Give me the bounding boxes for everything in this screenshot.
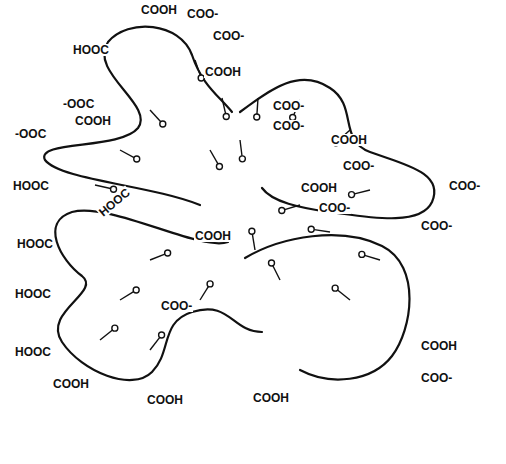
pendant-stem: [150, 337, 160, 350]
carboxyl-label: COO-: [318, 202, 351, 214]
carboxyl-label: HOOC: [14, 346, 52, 358]
pendant-group: [165, 250, 171, 256]
pendant-group: [308, 226, 314, 232]
carboxyl-label: COO-: [420, 220, 453, 232]
pendant-group: [254, 114, 260, 120]
pendant-stem: [120, 292, 134, 300]
carboxyl-label: COOH: [74, 115, 112, 127]
pendant-group: [269, 260, 275, 266]
carboxyl-label: COOH: [140, 4, 178, 16]
carboxyl-label: COO-: [272, 100, 305, 112]
pendant-group: [349, 192, 355, 198]
carboxyl-label: COOH: [330, 134, 368, 146]
carboxyl-label: COOH: [252, 392, 290, 404]
pendant-stem: [365, 255, 380, 260]
pendant-stem: [257, 98, 258, 114]
pendant-group: [279, 207, 285, 213]
pendant-stem: [222, 98, 226, 114]
pendant-group: [134, 156, 140, 162]
pendant-group: [332, 285, 338, 291]
pendant-stem: [338, 290, 350, 300]
pendant-stem: [252, 234, 255, 250]
pendant-group: [159, 332, 165, 338]
pendant-stem: [210, 150, 218, 164]
pendant-group: [112, 325, 118, 331]
pendant-group: [239, 156, 245, 162]
pendant-stem: [120, 150, 134, 158]
pendant-stem: [200, 286, 208, 300]
carboxyl-label: HOOC: [12, 180, 50, 192]
carboxyl-label: COO-: [342, 160, 375, 172]
carboxyl-label: HOOC: [14, 288, 52, 300]
pendant-stem: [314, 230, 330, 232]
carboxyl-label: COOH: [300, 182, 338, 194]
carboxyl-label: HOOC: [72, 44, 110, 56]
pendant-group: [223, 114, 229, 120]
carboxyl-label: COOH: [146, 394, 184, 406]
polymer-chain: [240, 80, 434, 218]
polymer-chain: [44, 27, 232, 205]
polymer-chain: [55, 211, 262, 380]
pendant-group: [216, 163, 222, 169]
carboxyl-label: COOH: [204, 66, 242, 78]
carboxyl-label: COOH: [420, 340, 458, 352]
carboxyl-label: COOH: [194, 230, 232, 242]
carboxyl-label: COO-: [420, 372, 453, 384]
carboxyl-label: COOH: [52, 378, 90, 390]
carboxyl-label: COO-: [186, 8, 219, 20]
pendant-group: [207, 281, 213, 287]
pendant-group: [111, 186, 117, 192]
carboxyl-label: COO-: [212, 30, 245, 42]
carboxyl-label: COO-: [448, 180, 481, 192]
pendant-group: [359, 251, 365, 257]
pendant-stem: [195, 60, 200, 75]
carboxyl-label: -OOC: [62, 98, 95, 110]
pendant-group: [160, 121, 166, 127]
pendant-stem: [240, 140, 242, 156]
pendant-stem: [273, 266, 280, 280]
pendant-stem: [150, 110, 161, 122]
pendant-stem: [285, 205, 300, 210]
pendant-stem: [354, 190, 370, 194]
pendant-group: [249, 228, 255, 234]
carboxyl-label: COO-: [160, 300, 193, 312]
pendant-stem: [150, 254, 165, 260]
polymer-chain: [245, 235, 410, 379]
carboxyl-label: HOOC: [16, 238, 54, 250]
carboxyl-label: -OOC: [14, 128, 47, 140]
pendant-stem: [100, 330, 112, 340]
pendant-stem: [95, 185, 111, 189]
carboxyl-label: COO-: [272, 120, 305, 132]
pendant-group: [133, 287, 139, 293]
